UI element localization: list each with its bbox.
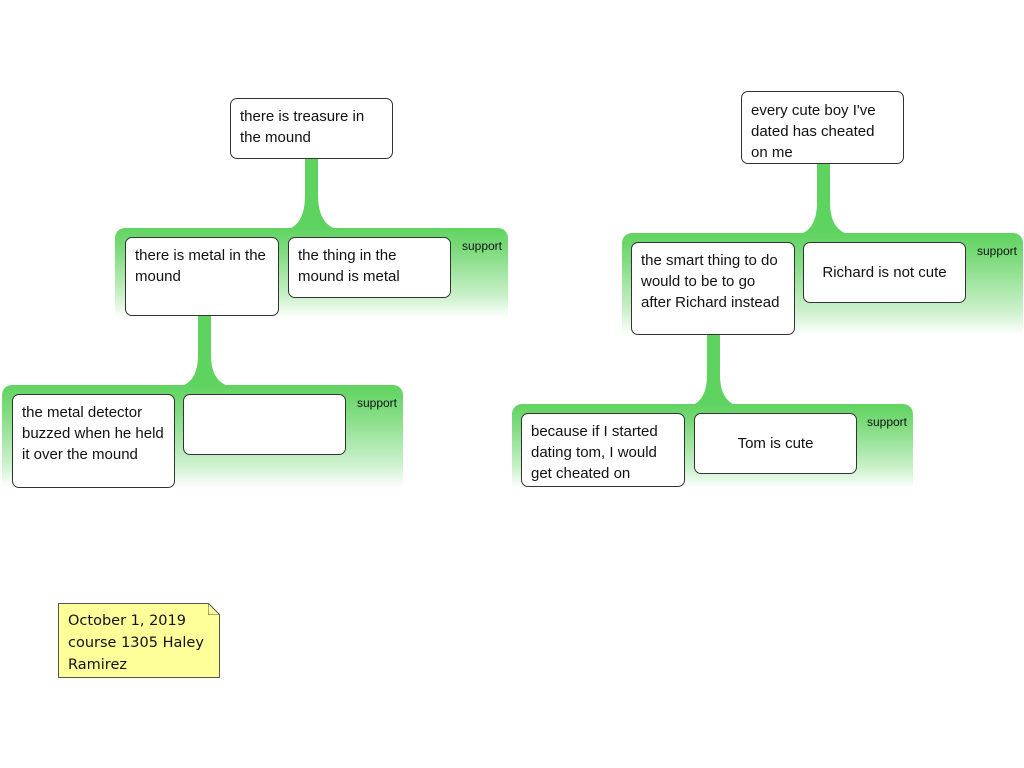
support-label: support bbox=[866, 415, 907, 429]
reason-box[interactable]: Richard is not cute bbox=[803, 242, 966, 303]
connector bbox=[797, 163, 851, 235]
claim-box[interactable]: there is treasure in the mound bbox=[230, 98, 393, 159]
support-label: support bbox=[976, 244, 1017, 258]
empty-reason-box[interactable] bbox=[183, 394, 346, 455]
note-fold-icon bbox=[208, 603, 220, 615]
reason-box[interactable]: the smart thing to do would to be to go … bbox=[631, 242, 795, 335]
support-label: support bbox=[356, 396, 397, 410]
reason-box[interactable]: there is metal in the mound bbox=[125, 237, 279, 316]
reason-box[interactable]: the thing in the mound is metal bbox=[288, 237, 451, 298]
reason-box[interactable]: Tom is cute bbox=[694, 413, 857, 474]
connector bbox=[687, 335, 741, 407]
claim-box[interactable]: every cute boy I've dated has cheated on… bbox=[741, 91, 904, 164]
connector bbox=[285, 159, 340, 230]
support-label: support bbox=[461, 239, 502, 253]
sticky-note[interactable]: October 1, 2019 course 1305 Haley Ramire… bbox=[58, 603, 220, 678]
reason-box[interactable]: the metal detector buzzed when he held i… bbox=[12, 394, 175, 488]
reason-box[interactable]: because if I started dating tom, I would… bbox=[521, 413, 685, 487]
connector bbox=[178, 316, 232, 387]
